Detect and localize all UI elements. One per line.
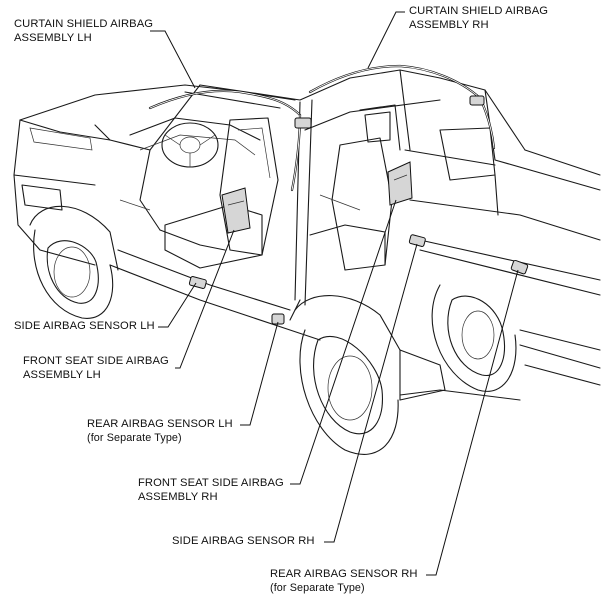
side-airbag-sensor-rh-part: [408, 234, 426, 247]
side-airbag-sensor-lh-part: [188, 276, 207, 289]
label-front-seat-side-airbag-lh: FRONT SEAT SIDE AIRBAG ASSEMBLY LH: [23, 355, 169, 382]
curtain-shield-airbag-rh-part: [308, 64, 496, 150]
label-line: CURTAIN SHIELD AIRBAG: [14, 18, 154, 30]
label-rear-airbag-sensor-rh: REAR AIRBAG SENSOR RH (for Separate Type…: [270, 568, 418, 595]
front-seat-side-airbag-rh-part: [387, 161, 413, 206]
label-line: (for Separate Type): [270, 581, 365, 594]
label-side-airbag-sensor-lh: SIDE AIRBAG SENSOR LH: [14, 320, 155, 334]
front-seat-side-airbag-lh-part: [221, 187, 251, 234]
curtain-shield-airbag-lh-part: [148, 89, 312, 192]
label-line: CURTAIN SHIELD AIRBAG: [409, 5, 549, 17]
rear-airbag-sensor-lh-part: [271, 313, 285, 325]
label-line: FRONT SEAT SIDE AIRBAG: [138, 477, 284, 489]
leader-lines: [150, 11, 519, 576]
vehicle-body-outline: [13, 69, 601, 455]
label-line: (for Separate Type): [87, 431, 182, 444]
label-line: SIDE AIRBAG SENSOR RH: [172, 535, 315, 547]
label-line: SIDE AIRBAG SENSOR LH: [14, 320, 155, 332]
label-curtain-shield-airbag-rh: CURTAIN SHIELD AIRBAG ASSEMBLY RH: [409, 5, 548, 32]
label-line: FRONT SEAT SIDE AIRBAG: [23, 355, 169, 367]
label-curtain-shield-airbag-lh: CURTAIN SHIELD AIRBAG ASSEMBLY LH: [14, 18, 153, 45]
rear-airbag-sensor-rh-part: [510, 259, 529, 275]
label-side-airbag-sensor-rh: SIDE AIRBAG SENSOR RH: [172, 535, 315, 549]
label-line: ASSEMBLY LH: [14, 31, 92, 44]
label-front-seat-side-airbag-rh: FRONT SEAT SIDE AIRBAG ASSEMBLY RH: [138, 477, 284, 504]
label-line: ASSEMBLY LH: [23, 368, 101, 381]
label-line: ASSEMBLY RH: [409, 18, 489, 31]
label-rear-airbag-sensor-lh: REAR AIRBAG SENSOR LH (for Separate Type…: [87, 418, 233, 445]
label-line: REAR AIRBAG SENSOR RH: [270, 568, 418, 580]
label-line: REAR AIRBAG SENSOR LH: [87, 418, 233, 430]
label-line: ASSEMBLY RH: [138, 490, 218, 503]
